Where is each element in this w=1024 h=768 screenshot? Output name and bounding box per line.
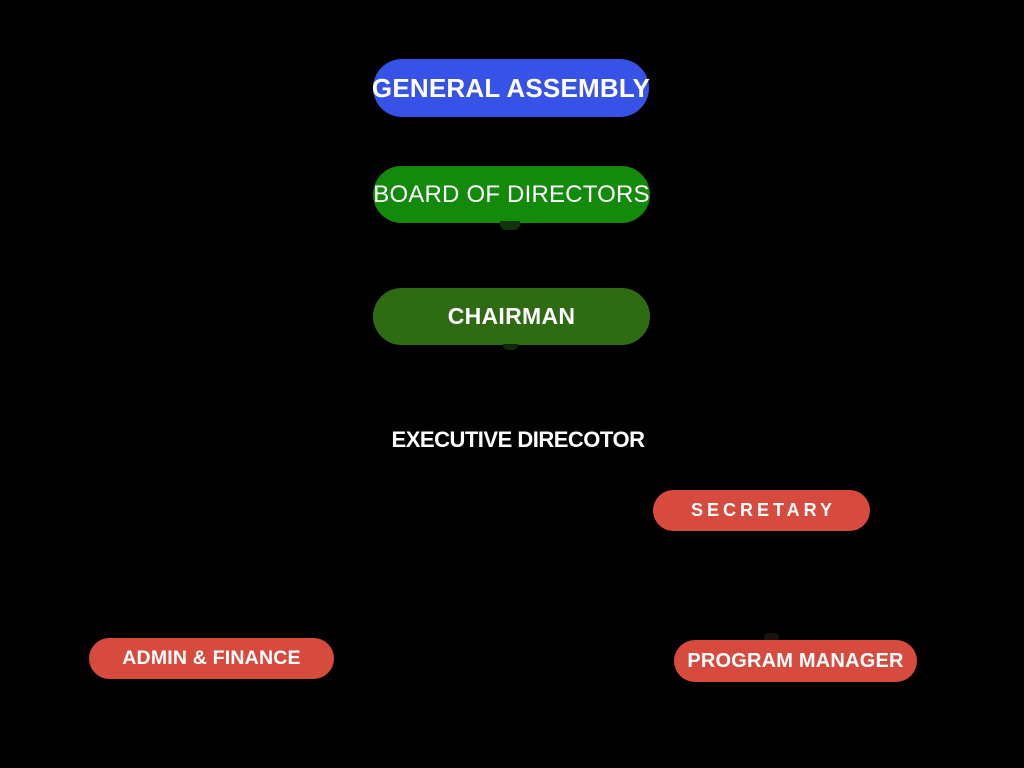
connector-stub bbox=[764, 633, 779, 643]
connector-stub bbox=[503, 344, 518, 350]
org-node-chairman: CHAIRMAN bbox=[373, 288, 650, 345]
org-node-program-manager: PROGRAM MANAGER bbox=[674, 640, 917, 682]
org-node-executive-director: EXECUTIVE DIRECOTOR bbox=[391, 426, 645, 452]
connector-stub bbox=[500, 221, 520, 230]
org-node-admin-finance: ADMIN & FINANCE bbox=[89, 638, 334, 679]
org-node-general-assembly: GENERAL ASSEMBLY bbox=[372, 59, 650, 117]
org-node-secretary: SECRETARY bbox=[653, 490, 870, 531]
org-node-board-of-directors: BOARD OF DIRECTORS bbox=[373, 166, 650, 223]
